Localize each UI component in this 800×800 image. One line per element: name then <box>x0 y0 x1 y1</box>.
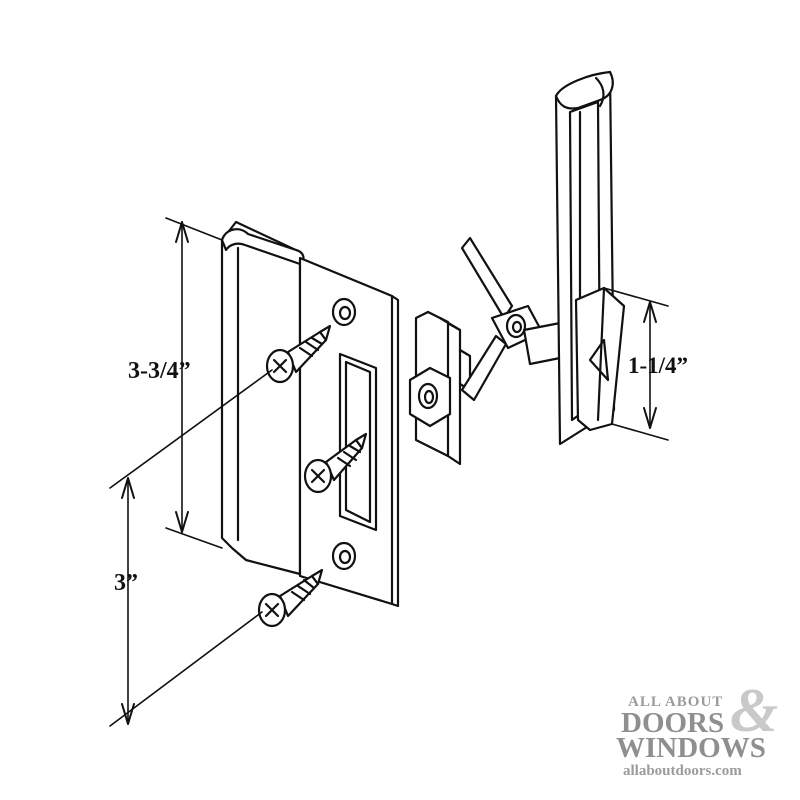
watermark-line2: DOORS <box>621 707 725 739</box>
keeper-top-lip <box>220 228 305 266</box>
dimension-strike-height-label: 3-3/4” <box>128 358 191 384</box>
dimension-screw-spacing-label: 3” <box>114 570 138 596</box>
keeper-face-edge <box>390 294 400 608</box>
door-pull-handle <box>554 70 626 446</box>
watermark-line3: WINDOWS <box>616 732 766 764</box>
watermark-line1: ALL ABOUT <box>628 694 724 710</box>
latch-bumper-pad <box>408 310 472 466</box>
keeper-side-flange <box>220 220 302 576</box>
dimension-latch-height-label: 1-1/4” <box>628 353 689 378</box>
screw-bottom <box>257 568 324 628</box>
screw-top <box>265 324 332 384</box>
watermark-ampersand: & <box>730 677 779 745</box>
dimension-lines-keeper <box>109 217 273 727</box>
keeper-strike-plate <box>220 220 400 608</box>
screw-middle <box>303 432 368 494</box>
dimension-lines-handle <box>603 287 669 441</box>
watermark-url: allaboutdoors.com <box>623 763 742 779</box>
